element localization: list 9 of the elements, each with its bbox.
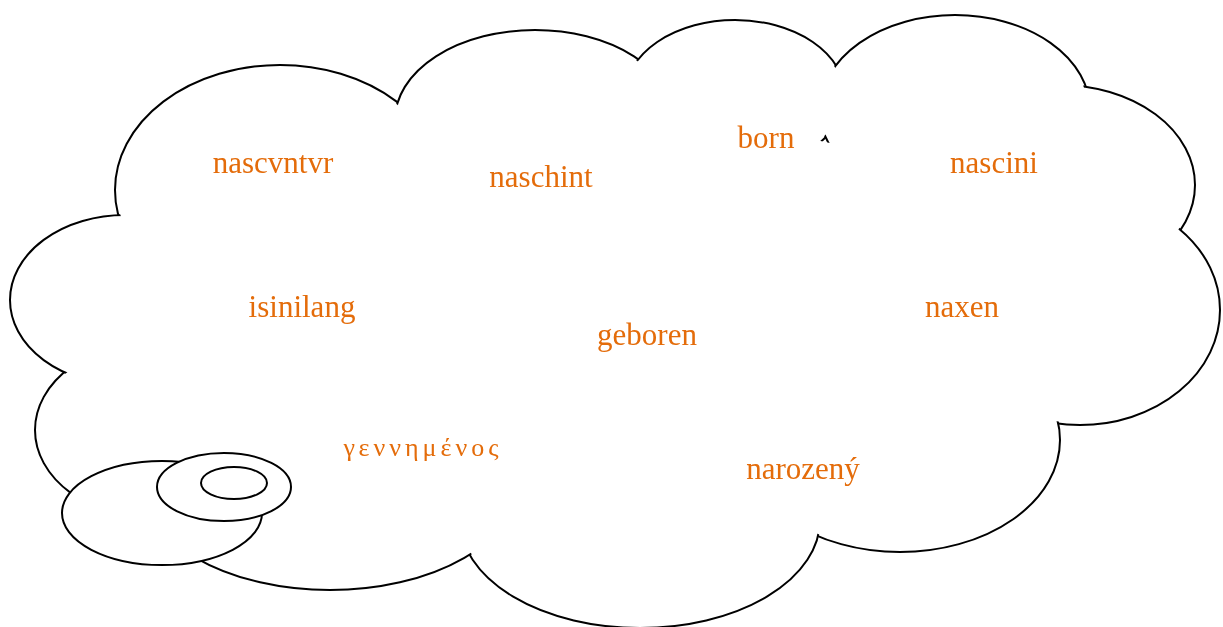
word-label: naxen [925,290,999,322]
word-label: narozený [746,452,860,484]
word-label: naschint [489,160,593,192]
word-label: nascini [950,146,1038,178]
word-label: nascvntvr [212,146,334,178]
word-label: geboren [597,318,697,350]
word-label: born [737,121,795,153]
word-label: isinilang [248,290,356,322]
word-label: γεννημένος [343,435,503,461]
